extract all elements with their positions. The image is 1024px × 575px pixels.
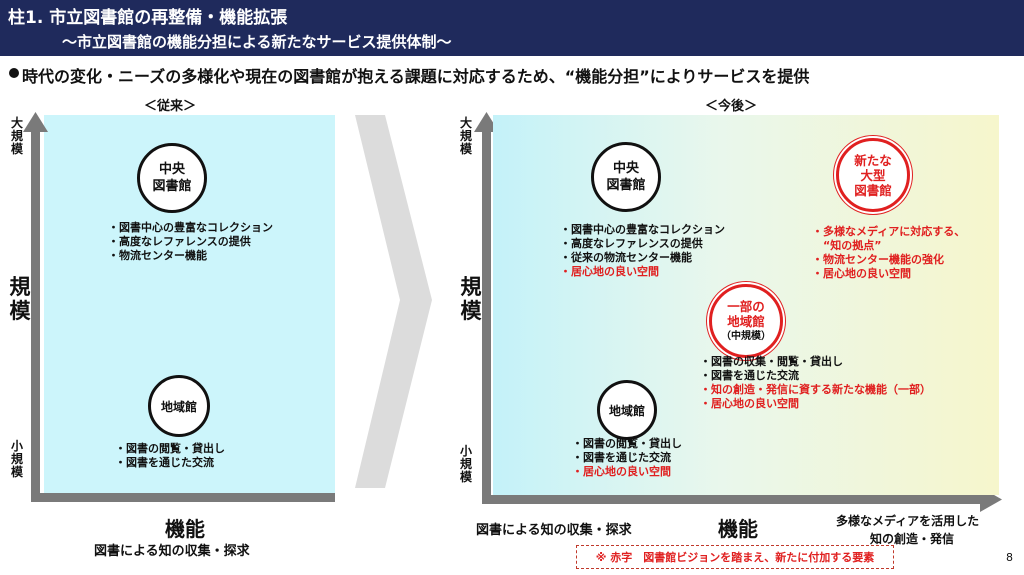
left-regional-features: ・図書の閲覧・貸出し ・図書を通じた交流 [115, 442, 225, 469]
right-heading: ＜今後＞ [705, 99, 758, 114]
right-x-axis-left-desc: 図書による知の収集・探求 [476, 523, 632, 538]
right-x-axis-right-desc-line1: 多様なメディアを活用した [836, 514, 980, 528]
left-y-arrow-icon [23, 112, 48, 132]
summary-text: 時代の変化・ニーズの多様化や現在の図書館が抱える課題に対応するため、“機能分担”… [22, 67, 810, 86]
left-y-bottom-label: 小規模 [10, 439, 23, 479]
left-heading: ＜従来＞ [144, 99, 197, 114]
left-central-features: ・図書中心の豊富なコレクション ・高度なレファレンスの提供 ・物流センター機能 [108, 221, 273, 262]
left-y-axis-title: 規模 [9, 275, 31, 323]
left-regional-library-circle: 地域館 [148, 375, 210, 437]
right-y-axis [482, 128, 491, 498]
legend-note-text: ※ 赤字 図書館ビジョンを踏まえ、新たに付加する要素 [595, 551, 875, 564]
new-large-library-features: ・多様なメディアに対応する、 “知の拠点” ・物流センター機能の強化 ・居心地の… [812, 225, 966, 280]
partial-regional-library-circle: 一部の 地域館 （中規模） [709, 284, 783, 358]
left-x-axis [31, 493, 335, 502]
header-banner [0, 0, 1024, 56]
page-number: 8 [1006, 551, 1013, 564]
right-y-bottom-label: 小規模 [459, 444, 472, 484]
page-subtitle: ～市立図書館の機能分担による新たなサービス提供体制～ [62, 33, 452, 51]
right-y-top-label: 大規模 [459, 116, 472, 156]
legend-note-box: ※ 赤字 図書館ビジョンを踏まえ、新たに付加する要素 [576, 545, 894, 569]
right-y-axis-title: 規模 [460, 275, 482, 323]
left-y-axis [31, 128, 40, 496]
right-regional-features: ・図書の閲覧・貸出し ・図書を通じた交流 ・居心地の良い空間 [572, 437, 682, 478]
page-title: 柱1. 市立図書館の再整備・機能拡張 [8, 8, 288, 28]
right-x-axis-title: 機能 [718, 517, 758, 541]
transition-chevron-icon [355, 115, 432, 488]
left-y-top-label: 大規模 [10, 116, 23, 156]
right-regional-library-circle: 地域館 [597, 380, 657, 440]
right-x-axis-right-desc-line2: 知の創造・発信 [870, 532, 955, 546]
right-central-library-circle: 中央 図書館 [591, 142, 661, 212]
right-central-features: ・図書中心の豊富なコレクション ・高度なレファレンスの提供 ・従来の物流センター… [560, 223, 725, 278]
new-large-library-circle: 新たな 大型 図書館 [836, 138, 910, 212]
left-x-axis-desc: 図書による知の収集・探求 [94, 544, 250, 559]
partial-regional-features: ・図書の収集・閲覧・貸出し ・図書を通じた交流 ・知の創造・発信に資する新たな機… [700, 355, 931, 410]
bullet-dot-icon [9, 68, 19, 78]
right-y-arrow-icon [474, 112, 499, 132]
left-x-axis-title: 機能 [165, 517, 205, 541]
right-x-axis [482, 495, 982, 504]
left-central-library-circle: 中央 図書館 [137, 143, 207, 213]
